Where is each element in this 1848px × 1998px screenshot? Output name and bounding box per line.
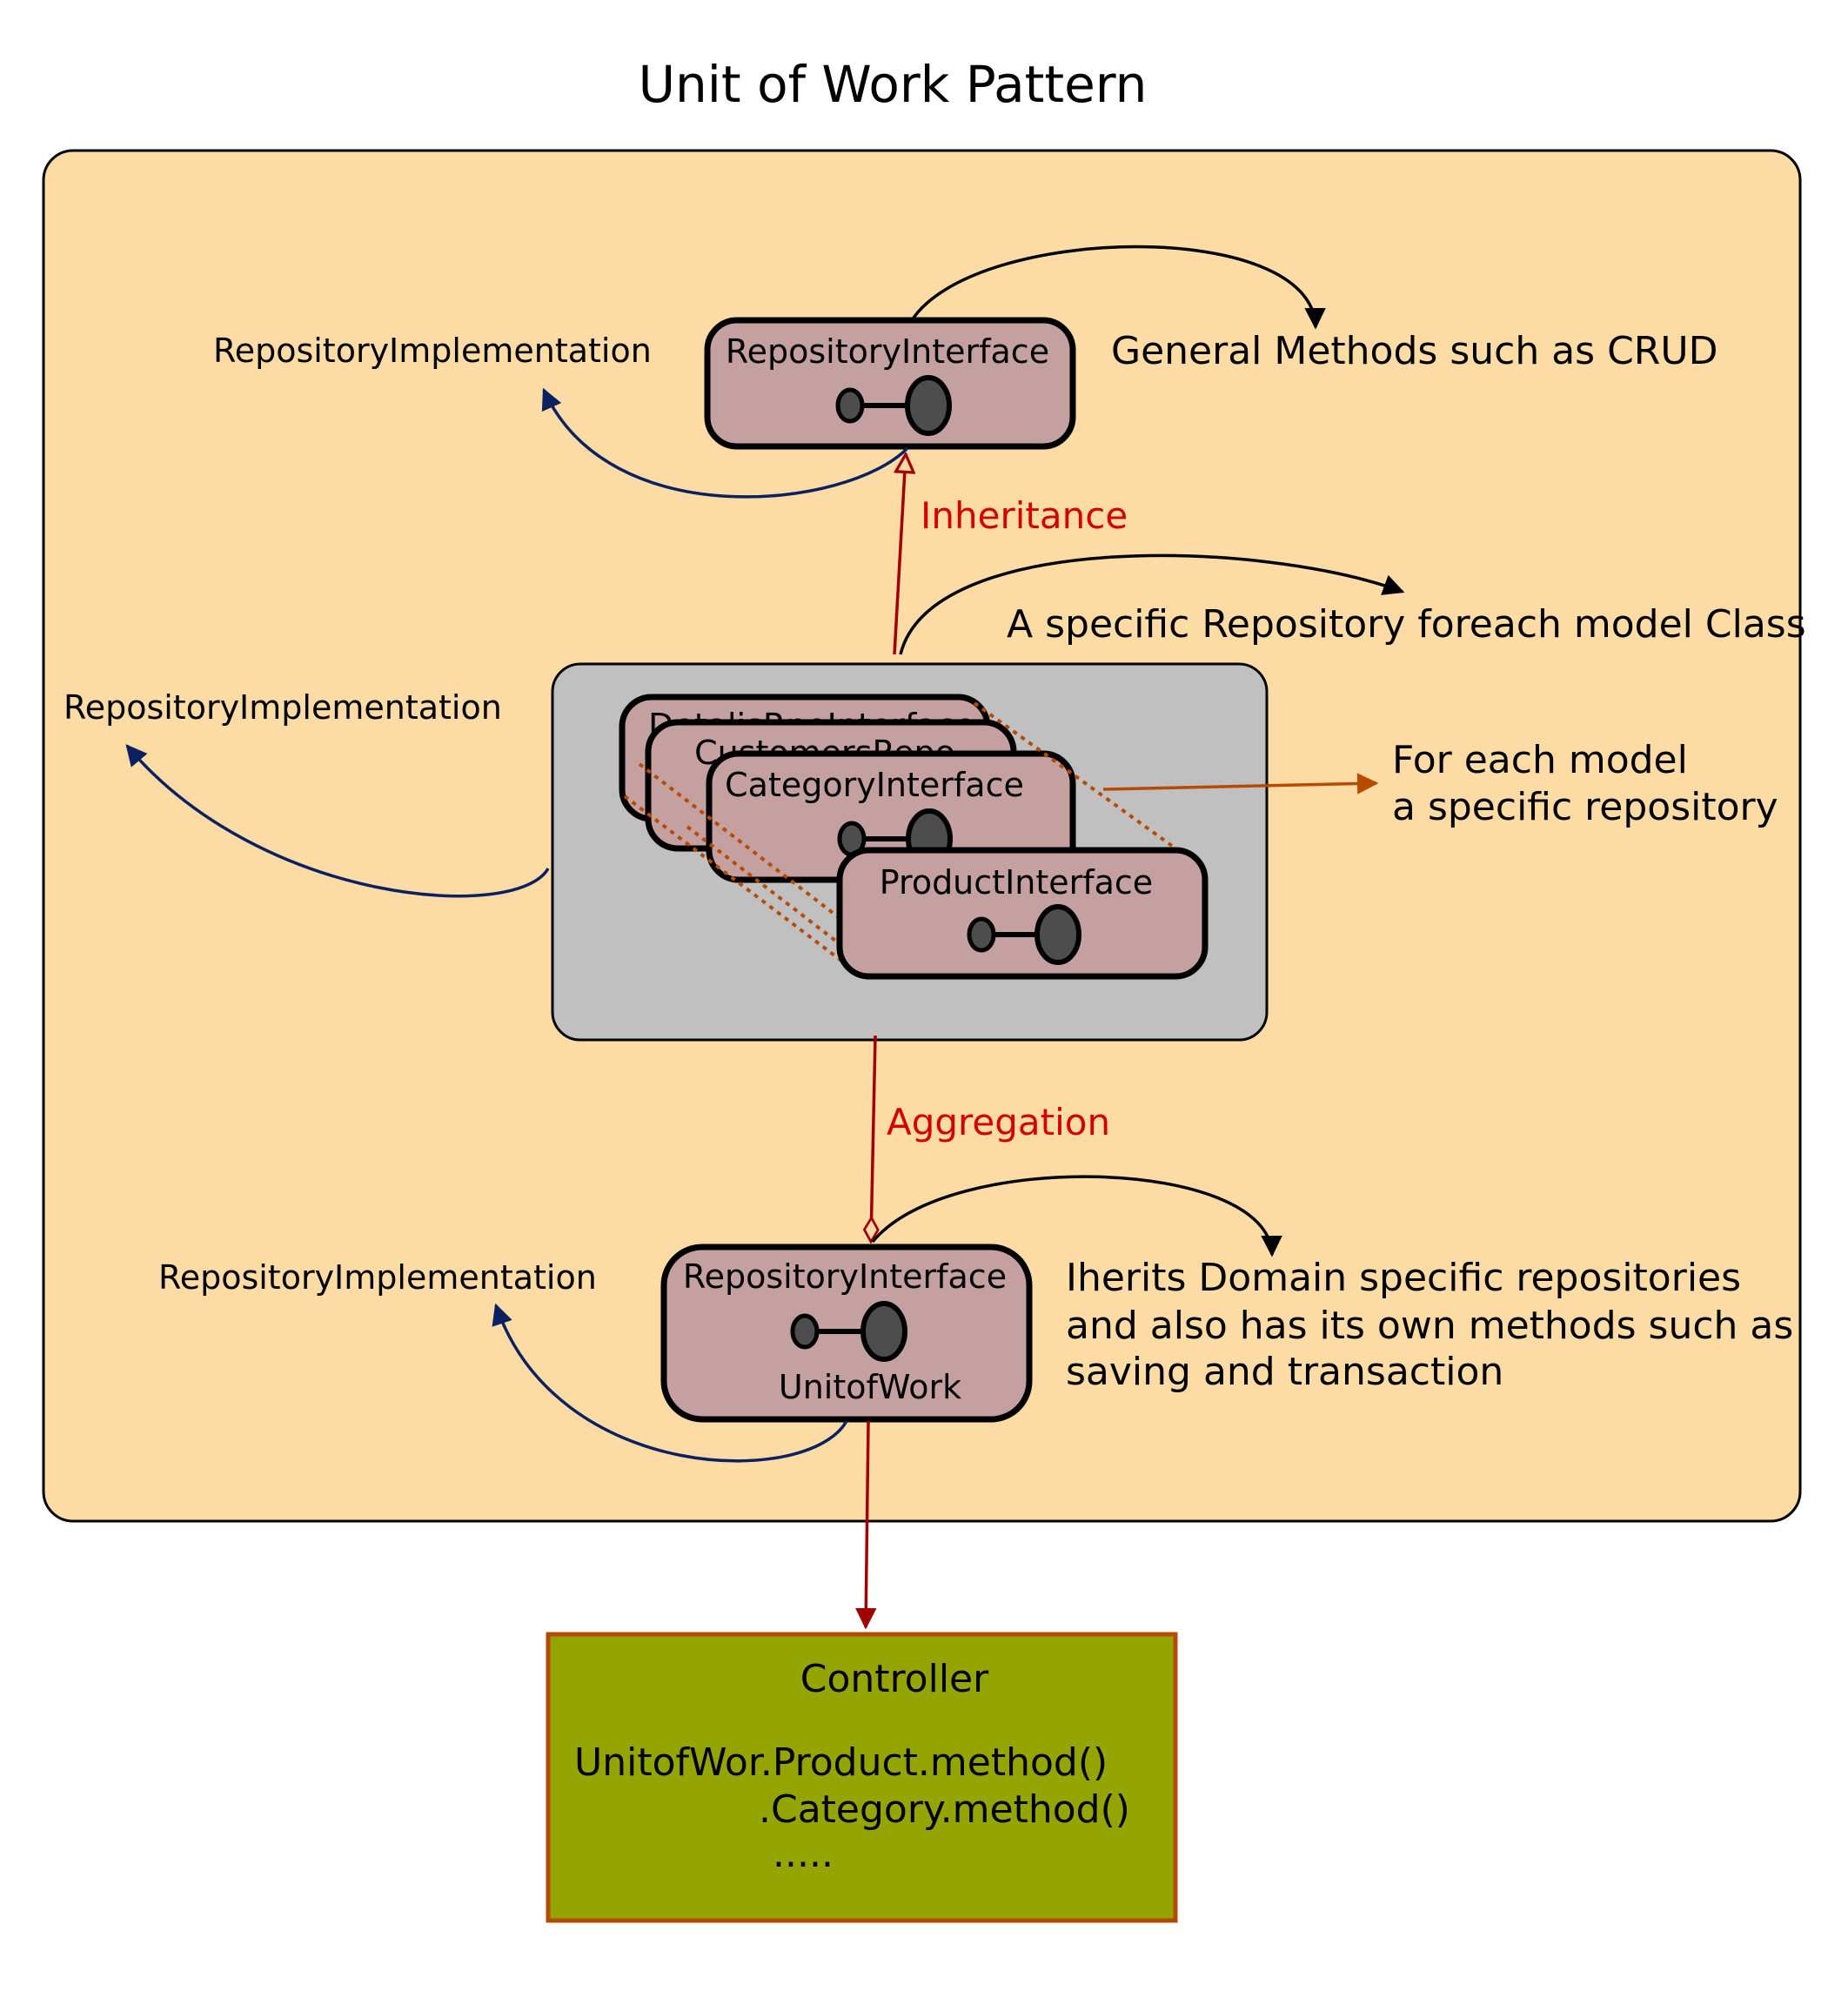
category-interface-label: CategoryInterface	[725, 766, 1024, 804]
controller-box[interactable]	[546, 1632, 1178, 1923]
specific-note-arrow	[899, 553, 1405, 655]
middle-implementation-label: RepositoryImplementation	[64, 688, 502, 727]
controller-title: Controller	[800, 1657, 989, 1701]
inheritance-label: Inheritance	[921, 494, 1128, 537]
diagram-title: Unit of Work Pattern	[639, 55, 1148, 114]
product-lollipop-icon	[967, 904, 1081, 965]
top-note-text: General Methods such as CRUD	[1111, 329, 1717, 373]
unit-of-work-sublabel: UnitofWork	[779, 1368, 961, 1406]
middle-implementation-arrow	[125, 744, 550, 898]
uow-implementation-label: RepositoryImplementation	[158, 1258, 597, 1297]
for-each-model-line2: a specific repository	[1392, 785, 1778, 829]
top-implementation-arrow	[541, 387, 909, 499]
aggregation-label: Aggregation	[887, 1101, 1110, 1143]
top-implementation-label: RepositoryImplementation	[213, 332, 652, 370]
uow-note-line3: saving and transaction	[1066, 1350, 1503, 1394]
stack-projection-lines	[623, 701, 1189, 968]
product-interface-label: ProductInterface	[880, 863, 1153, 902]
interface-lollipop-icon	[835, 375, 952, 436]
controller-code-line2: .Category.method()	[759, 1787, 1130, 1832]
for-each-model-arrow	[1102, 773, 1379, 795]
uow-note-line2: and also has its own methods such as	[1066, 1304, 1793, 1348]
uow-note-arrow	[871, 1175, 1282, 1257]
inheritance-arrow	[893, 454, 906, 655]
for-each-model-line1: For each model	[1392, 738, 1688, 782]
top-interface-label: RepositoryInterface	[726, 332, 1049, 371]
unit-of-work-interface-label: RepositoryInterface	[683, 1257, 1007, 1296]
aggregation-arrow	[871, 1035, 875, 1242]
uow-note-line1: Iherits Domain specific repositories	[1066, 1256, 1741, 1300]
unit-of-work-lollipop-icon	[790, 1301, 907, 1362]
uow-to-controller-arrow	[855, 1420, 877, 1630]
controller-code-line1: UnitofWor.Product.method()	[574, 1740, 1108, 1785]
uow-implementation-arrow	[492, 1303, 848, 1463]
specific-note-text: A specific Repository foreach model Clas…	[1007, 602, 1806, 647]
top-repository-interface[interactable]	[704, 317, 1076, 450]
top-note-arrow	[910, 245, 1326, 330]
product-interface[interactable]	[836, 847, 1209, 980]
controller-code-line3: .....	[773, 1832, 834, 1876]
